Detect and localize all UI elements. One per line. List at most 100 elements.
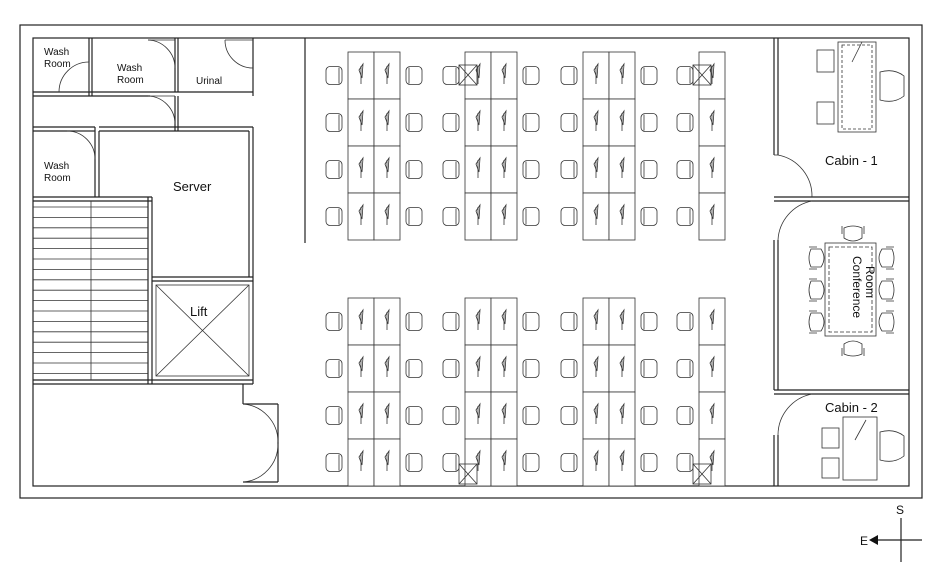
keyboard <box>619 62 625 79</box>
keyboard <box>475 449 481 466</box>
chair <box>442 406 460 425</box>
keyboard <box>501 156 507 173</box>
keyboard <box>619 449 625 466</box>
chair <box>676 453 694 472</box>
chair <box>676 160 694 179</box>
keyboard <box>384 355 390 372</box>
keyboard <box>475 402 481 419</box>
staircase <box>33 201 148 380</box>
lift-label: Lift <box>190 304 208 319</box>
compass-east-label: E <box>860 534 868 548</box>
conference-chair <box>878 310 895 334</box>
chair <box>640 453 658 472</box>
chair <box>442 113 460 132</box>
service-core <box>33 38 279 483</box>
chair <box>442 207 460 226</box>
chair <box>405 207 423 226</box>
chair <box>325 453 343 472</box>
chair <box>522 160 540 179</box>
chair <box>640 160 658 179</box>
chair <box>522 207 540 226</box>
chair <box>522 359 540 378</box>
keyboard <box>501 62 507 79</box>
conference-chairs <box>808 225 895 357</box>
chair <box>325 66 343 85</box>
chair <box>640 312 658 331</box>
chair <box>640 113 658 132</box>
chair <box>405 66 423 85</box>
compass-south-label: S <box>896 503 904 517</box>
chair <box>325 312 343 331</box>
cabin-2-furniture <box>821 416 905 481</box>
keyboard <box>384 109 390 126</box>
chair <box>405 312 423 331</box>
keyboard <box>384 156 390 173</box>
chair <box>325 406 343 425</box>
keyboard <box>384 308 390 325</box>
conference-room-label: ConferenceRoom <box>850 256 877 318</box>
conference-chair <box>878 278 895 302</box>
chair <box>325 207 343 226</box>
keyboard <box>475 109 481 126</box>
chair <box>560 406 578 425</box>
keyboard <box>593 355 599 372</box>
keyboard <box>358 449 364 466</box>
chair <box>640 207 658 226</box>
column <box>458 463 478 485</box>
keyboard <box>709 308 715 325</box>
keyboard <box>501 402 507 419</box>
keyboard <box>593 402 599 419</box>
column <box>692 463 712 485</box>
cabin-1-furniture <box>816 41 905 133</box>
keyboard <box>475 203 481 220</box>
keyboard <box>475 355 481 372</box>
keyboard <box>475 156 481 173</box>
keyboard <box>358 308 364 325</box>
chair <box>405 453 423 472</box>
sheet-border <box>19 24 923 499</box>
keyboard <box>593 62 599 79</box>
keyboard <box>709 203 715 220</box>
conference-chair <box>808 246 825 270</box>
doors <box>58 39 813 483</box>
chair <box>325 160 343 179</box>
keyboard <box>384 449 390 466</box>
conference-chair <box>841 225 865 242</box>
keyboard <box>619 355 625 372</box>
chair <box>560 66 578 85</box>
keyboard <box>709 402 715 419</box>
chair <box>676 207 694 226</box>
lift-shaft <box>155 284 250 377</box>
conference-chair <box>878 246 895 270</box>
chair <box>560 113 578 132</box>
chair <box>442 453 460 472</box>
chair <box>522 406 540 425</box>
chair <box>405 359 423 378</box>
keyboard <box>619 402 625 419</box>
chair <box>522 113 540 132</box>
keyboard <box>709 449 715 466</box>
chair <box>560 312 578 331</box>
cabin-2-label: Cabin - 2 <box>825 400 878 415</box>
keyboard <box>709 109 715 126</box>
chair <box>325 113 343 132</box>
keyboard <box>501 203 507 220</box>
keyboard <box>593 308 599 325</box>
chair <box>560 207 578 226</box>
chair <box>640 406 658 425</box>
keyboard <box>619 203 625 220</box>
conference-table <box>824 242 877 337</box>
keyboard <box>619 308 625 325</box>
chair <box>676 406 694 425</box>
chair <box>676 66 694 85</box>
keyboard <box>384 62 390 79</box>
keyboard <box>593 156 599 173</box>
chair <box>640 66 658 85</box>
chair <box>442 66 460 85</box>
chair <box>405 113 423 132</box>
keyboard <box>358 402 364 419</box>
chair <box>442 160 460 179</box>
keyboard <box>709 62 715 79</box>
keyboard <box>501 449 507 466</box>
